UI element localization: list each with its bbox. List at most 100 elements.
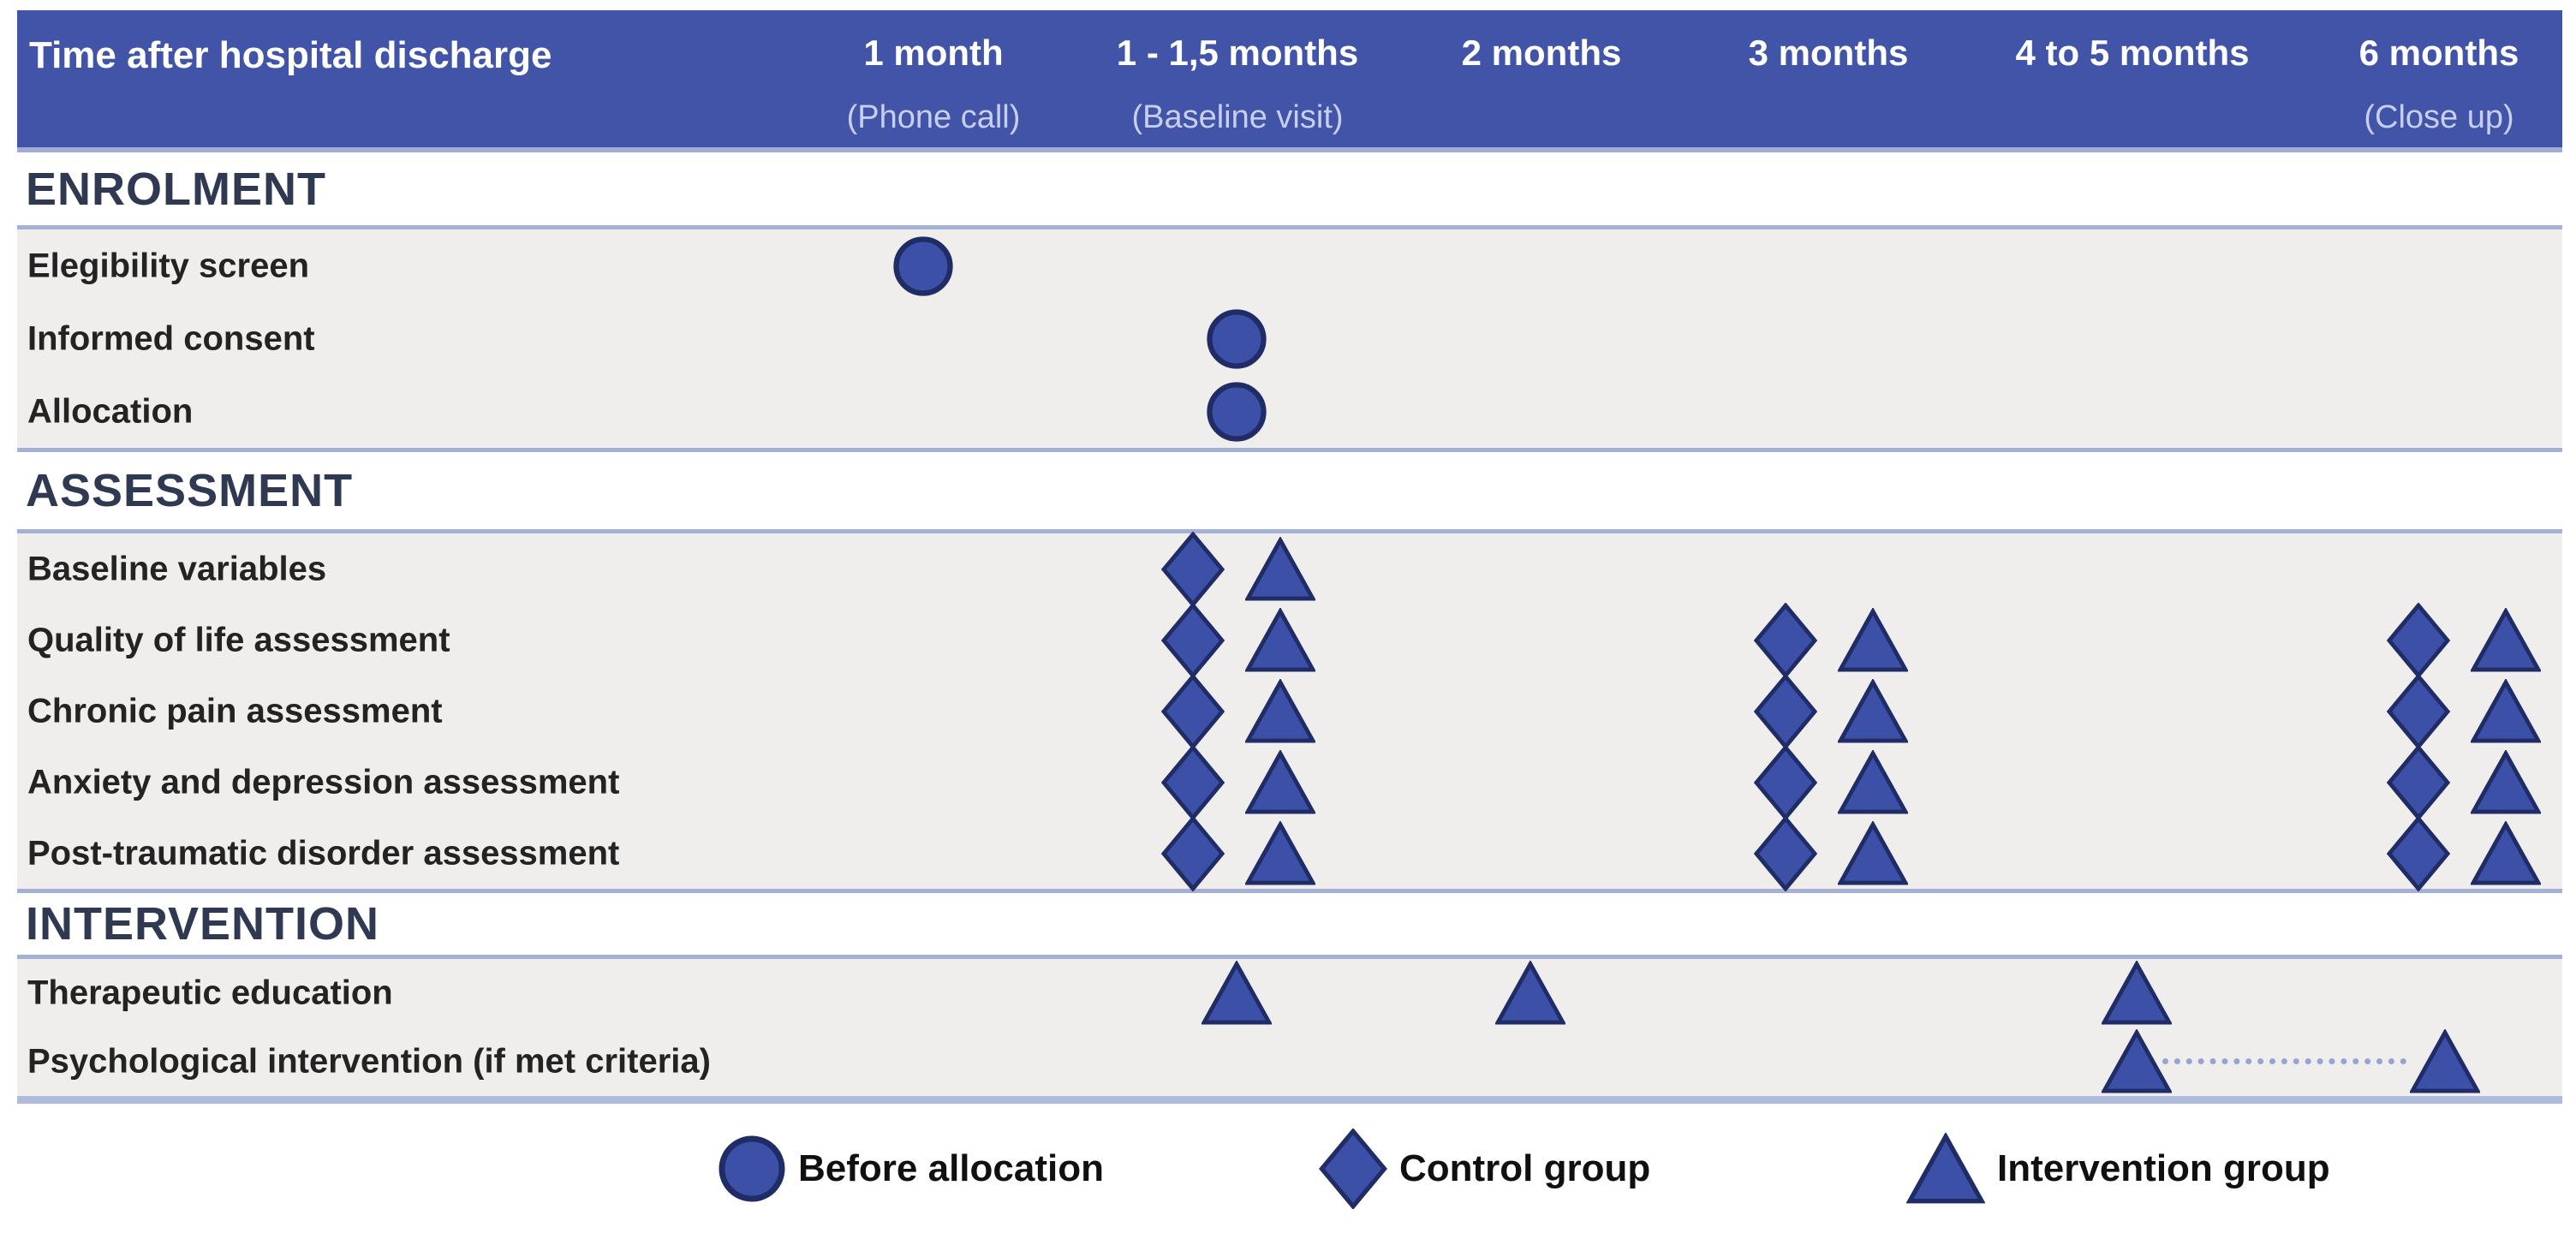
triangle-marker — [1202, 961, 1272, 1026]
diamond-glyph — [1754, 745, 1817, 820]
dashed-connector — [2162, 1058, 2406, 1064]
triangle-marker — [2102, 1029, 2172, 1094]
schedule-row: Therapeutic education — [17, 959, 2562, 1028]
section-title-text: ENROLMENT — [26, 163, 326, 215]
legend-label: Control group — [1399, 1147, 1651, 1189]
triangle-marker — [1245, 750, 1315, 815]
diamond-marker — [2387, 674, 2450, 749]
circle-glyph — [719, 1135, 785, 1202]
schedule-row: Post-traumatic disorder assessment — [17, 816, 2562, 891]
diamond-glyph — [2387, 745, 2450, 820]
diamond-glyph — [2387, 816, 2450, 891]
triangle-marker — [2471, 821, 2541, 886]
triangle-glyph — [1245, 608, 1315, 672]
triangle-glyph — [1202, 961, 1272, 1025]
diamond-marker — [2387, 816, 2450, 891]
row-label: Quality of life assessment — [27, 621, 450, 658]
circle-marker — [1206, 308, 1267, 370]
diamond-marker — [1161, 816, 1225, 891]
column-label: 4 to 5 months — [2015, 33, 2250, 73]
triangle-glyph — [1245, 679, 1315, 743]
timeline-column-header: 1 month(Phone call) — [754, 10, 1113, 147]
triangle-marker — [1245, 608, 1315, 673]
diamond-glyph — [1754, 603, 1817, 678]
timeline-column-header: 2 months — [1362, 10, 1721, 147]
diamond-glyph — [2387, 674, 2450, 749]
timeline-column-header: 1 - 1,5 months(Baseline visit) — [1058, 10, 1417, 147]
column-label: 1 month — [863, 33, 1004, 73]
diamond-marker — [1754, 603, 1817, 678]
schedule-row: Baseline variables — [17, 532, 2562, 607]
circle-glyph — [1207, 309, 1267, 369]
schedule-row: Elegibility screen — [17, 229, 2562, 302]
triangle-glyph — [1906, 1133, 1985, 1204]
circle-marker — [892, 235, 954, 297]
diamond-glyph — [1161, 603, 1225, 678]
diamond-marker — [1161, 532, 1225, 607]
row-label: Allocation — [27, 392, 194, 430]
column-label: 1 - 1,5 months — [1116, 33, 1359, 73]
triangle-marker — [2410, 1029, 2480, 1094]
triangle-glyph — [1838, 608, 1908, 672]
diamond-marker — [1161, 603, 1225, 678]
legend-item-triangle: Intervention group — [1906, 1122, 2330, 1216]
schedule-row: Allocation — [17, 375, 2562, 448]
timeline-header-title: Time after hospital discharge — [29, 34, 552, 76]
diamond-icon — [1319, 1129, 1387, 1209]
triangle-marker — [2471, 679, 2541, 744]
legend-item-circle: Before allocation — [718, 1122, 1104, 1216]
row-label: Post-traumatic disorder assessment — [27, 834, 620, 872]
triangle-glyph — [1838, 821, 1908, 885]
column-label: 3 months — [1748, 33, 1909, 73]
schedule-row: Psychological intervention (if met crite… — [17, 1028, 2562, 1096]
column-label: 6 months — [2358, 33, 2519, 73]
triangle-glyph — [1245, 821, 1315, 885]
circle-glyph — [893, 236, 953, 296]
diamond-glyph — [1161, 532, 1225, 607]
diamond-marker — [1161, 745, 1225, 820]
triangle-glyph — [2102, 961, 2172, 1025]
diamond-marker — [1754, 674, 1817, 749]
triangle-marker — [2471, 750, 2541, 815]
triangle-marker — [1838, 821, 1908, 886]
row-label: Informed consent — [27, 319, 315, 357]
legend-label: Before allocation — [798, 1147, 1104, 1189]
triangle-marker — [1245, 537, 1315, 602]
diamond-marker — [1754, 745, 1817, 820]
diamond-marker — [2387, 603, 2450, 678]
diamond-glyph — [1161, 674, 1225, 749]
diamond-marker — [1161, 674, 1225, 749]
triangle-glyph — [1838, 750, 1908, 814]
schedule-row: Chronic pain assessment — [17, 674, 2562, 749]
section-title-intervention: INTERVENTION — [17, 893, 2562, 955]
timeline-column-header: 6 months (Close up) — [2259, 10, 2576, 147]
column-sublabel: (Close up) — [2364, 99, 2514, 135]
triangle-glyph — [1245, 750, 1315, 814]
triangle-marker — [1495, 961, 1565, 1026]
diamond-glyph — [2387, 603, 2450, 678]
triangle-glyph — [2471, 750, 2541, 814]
timeline-column-header: 3 months — [1649, 10, 2008, 147]
schedule-row: Informed consent — [17, 302, 2562, 375]
timeline-column-header: 4 to 5 months — [1953, 10, 2312, 147]
triangle-glyph — [2471, 821, 2541, 885]
section-title-text: INTERVENTION — [26, 898, 380, 950]
triangle-glyph — [2471, 608, 2541, 672]
triangle-marker — [2471, 608, 2541, 673]
schedule-row: Quality of life assessment — [17, 603, 2562, 678]
diamond-marker — [1754, 816, 1817, 891]
diamond-glyph — [1754, 674, 1817, 749]
triangle-glyph — [2471, 679, 2541, 743]
timeline-header-band: Time after hospital discharge 1 month(Ph… — [17, 10, 2562, 152]
diamond-glyph — [1754, 816, 1817, 891]
row-label: Anxiety and depression assessment — [27, 763, 620, 801]
row-label: Psychological intervention (if met crite… — [27, 1042, 711, 1081]
triangle-glyph — [2410, 1029, 2480, 1093]
triangle-glyph — [1838, 679, 1908, 743]
diamond-marker — [2387, 745, 2450, 820]
triangle-marker — [1838, 608, 1908, 673]
